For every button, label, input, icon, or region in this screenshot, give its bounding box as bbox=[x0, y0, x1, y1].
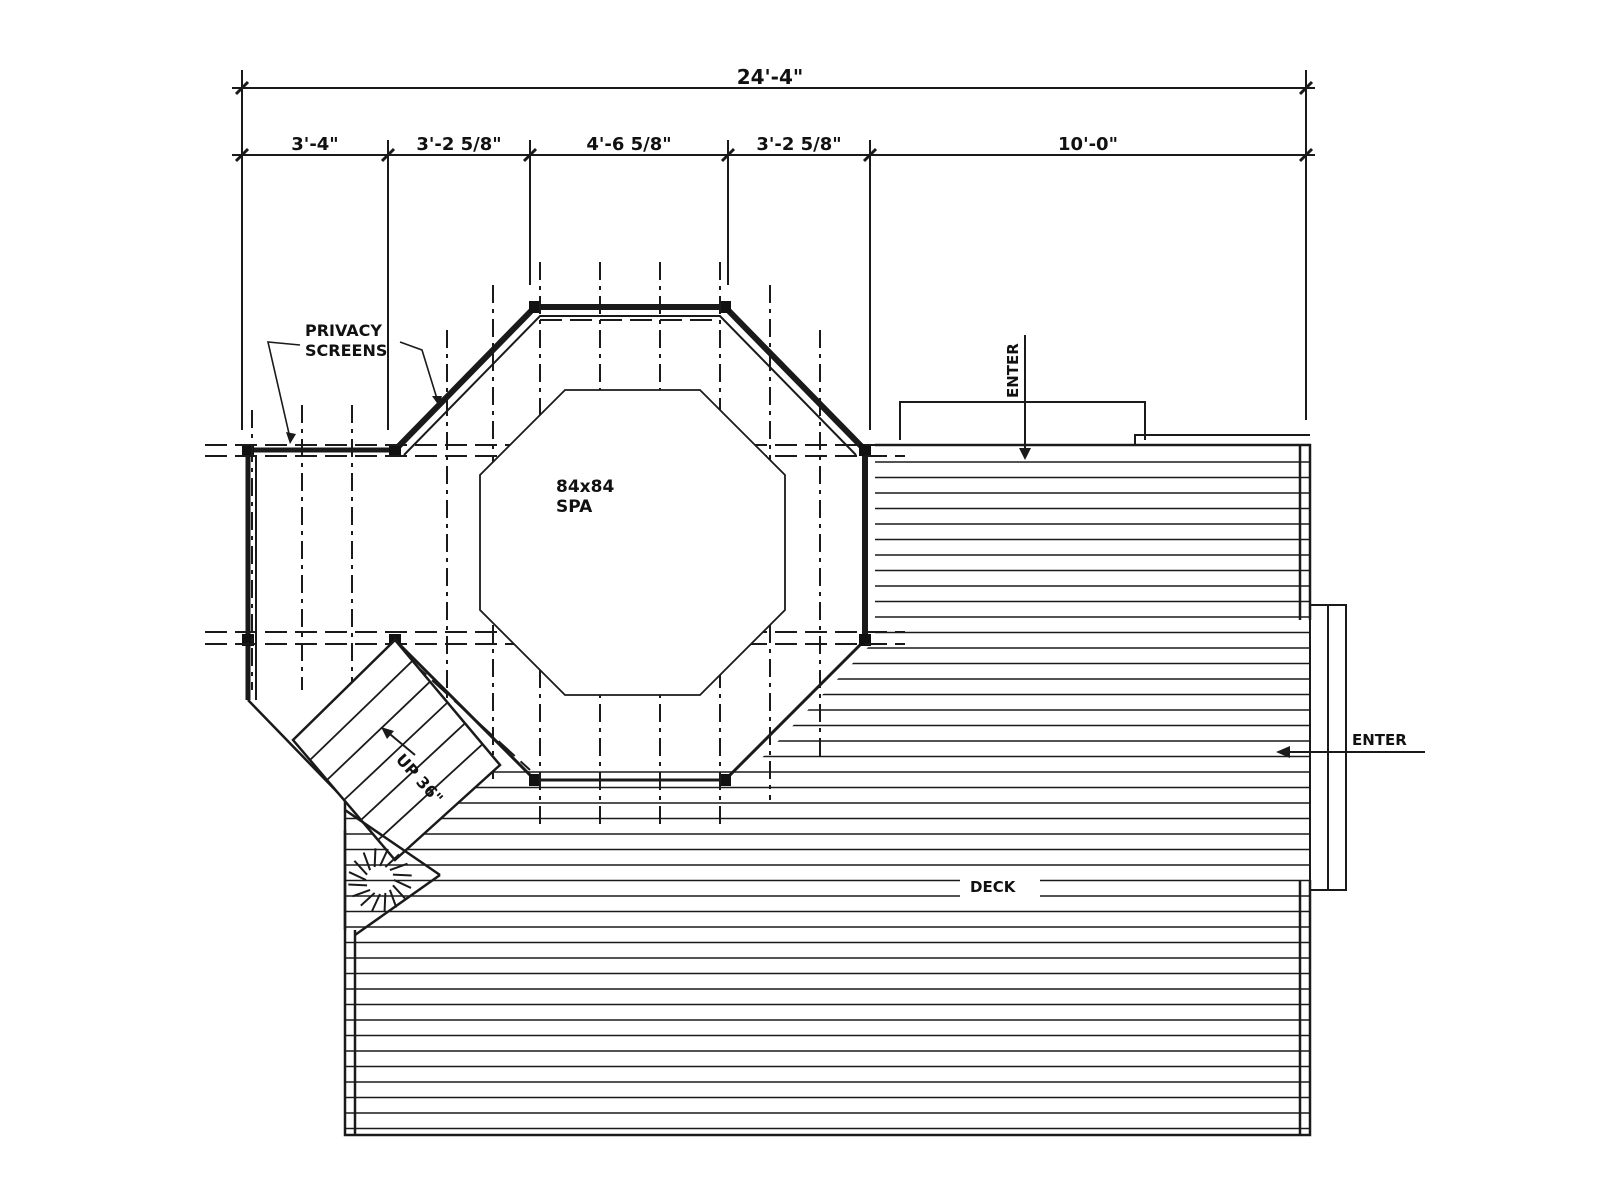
dimension-segment-2: 3'-2 5/8" bbox=[416, 134, 501, 155]
planter-leaf bbox=[384, 853, 400, 868]
deck-label-bg bbox=[960, 875, 1040, 897]
planter bbox=[348, 848, 412, 912]
top-entry-step: ENTER bbox=[899, 335, 1310, 460]
stair: UP 36" bbox=[291, 638, 502, 937]
planter-leaf bbox=[383, 892, 387, 912]
spa: 84x84 SPA bbox=[479, 389, 786, 696]
dimension-segment-3: 4'-6 5/8" bbox=[586, 134, 671, 155]
stair-tread bbox=[309, 660, 414, 761]
planter-leaf bbox=[360, 892, 376, 907]
dimension-segment-1: 3'-4" bbox=[291, 134, 338, 155]
planter-leaf bbox=[348, 883, 368, 887]
planter-leaf bbox=[373, 848, 377, 868]
planter-leaf bbox=[392, 884, 407, 900]
dimension-lines: 24'-4" 3'-4" 3'-2 5/8" 4'-6 5/8" 3'-2 5/… bbox=[232, 65, 1315, 430]
planter-leaf bbox=[353, 860, 368, 876]
planter-leaf bbox=[362, 852, 372, 871]
spa-label: SPA bbox=[556, 497, 593, 517]
deck-label: DECK bbox=[970, 878, 1017, 896]
right-entry-step: ENTER bbox=[1276, 604, 1425, 891]
enter-label-top: ENTER bbox=[1004, 343, 1022, 398]
planter-leaf bbox=[388, 889, 398, 908]
spa-size-label: 84x84 bbox=[556, 477, 614, 497]
main-deck-outline bbox=[343, 443, 1312, 1137]
stair-tread bbox=[360, 722, 466, 821]
privacy-label: PRIVACY bbox=[305, 321, 382, 340]
planter-leaf bbox=[352, 888, 371, 898]
stair-tread bbox=[377, 743, 484, 841]
stair-tread bbox=[326, 681, 431, 781]
planter-leaf bbox=[348, 871, 367, 881]
planter-leaf bbox=[389, 862, 408, 872]
planter-leaf bbox=[371, 893, 381, 912]
screens-label: SCREENS bbox=[305, 341, 387, 360]
planter-leaf bbox=[379, 848, 389, 867]
overall-dimension: 24'-4" bbox=[737, 65, 804, 89]
dimension-segment-4: 3'-2 5/8" bbox=[756, 134, 841, 155]
stair-tread bbox=[343, 701, 449, 801]
planter-leaf bbox=[392, 873, 412, 877]
planter-leaf bbox=[393, 879, 412, 889]
enter-label-right: ENTER bbox=[1352, 731, 1407, 749]
dimension-segment-5: 10'-0" bbox=[1058, 134, 1118, 155]
privacy-screens-callout: PRIVACY SCREENS bbox=[266, 321, 442, 444]
